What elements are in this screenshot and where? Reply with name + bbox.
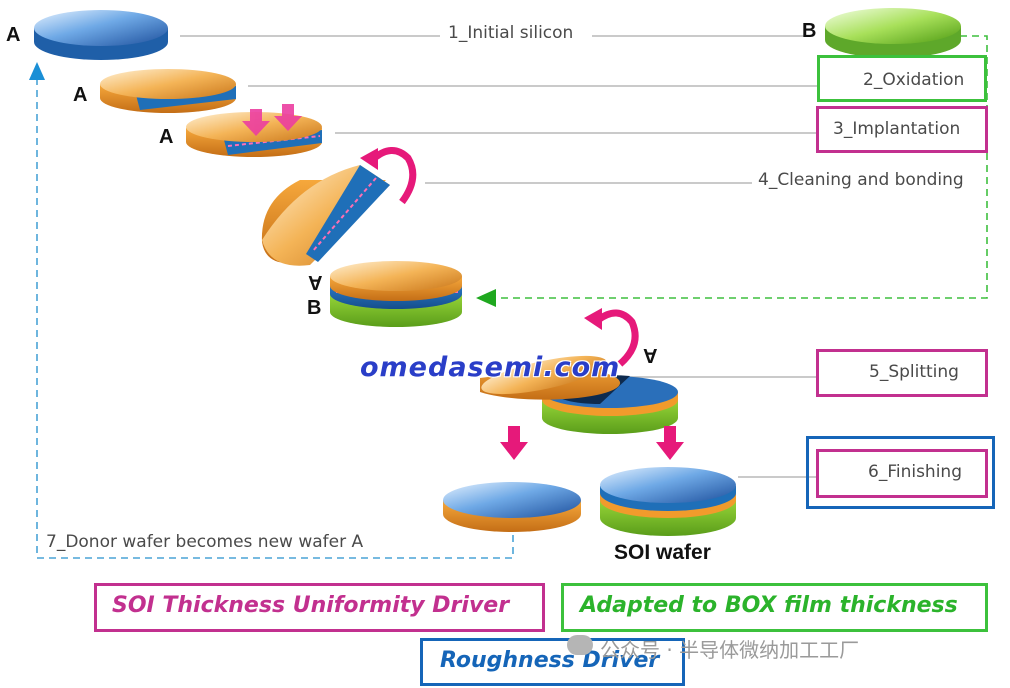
wechat-icon [567,635,593,655]
split-top-donor [480,355,621,400]
implant-arrows [242,104,302,136]
wafer-label-b-bonded: B [307,297,322,319]
step-2-label: 2_Oxidation [863,70,965,90]
splitting-highlight-box [816,349,988,397]
oxidation-highlight-box [817,55,987,102]
finishing-outer-box [806,436,995,509]
finish-arrows [500,426,684,460]
bond-arrow-head [476,289,496,307]
initial-wafer-a [34,10,168,60]
rotation-arrow-2 [584,308,639,367]
donor-return-path [36,78,514,559]
watermark-text: omedasemi.com [360,352,621,383]
step-6-label: 6_Finishing [868,462,962,482]
finishing-inner-box [816,449,988,498]
step-1-label: 1_Initial silicon [448,23,574,43]
wechat-caption: 公众号 · 半导体微纳加工工厂 [600,638,860,662]
step-3-label: 3_Implantation [833,119,961,139]
bonded-stack [330,261,462,327]
rotation-arrow-1 [360,147,417,205]
implantation-highlight-box [816,106,988,153]
thickness-driver-box [94,583,545,632]
wafer-label-a-initial: A [6,24,21,46]
wafer-label-a-implant: A [159,126,174,148]
box-driver-label: Adapted to BOX film thickness [580,593,958,618]
box-driver-box [561,583,988,632]
roughness-driver-label: Roughness Driver [440,648,660,673]
wafer-label-b-initial: B [802,20,817,42]
flipping-wafer-a [261,165,390,266]
wafer-label-a-flipped: A [308,271,323,293]
finished-donor-wafer [443,482,581,532]
wafer-b-path [500,35,988,299]
initial-wafer-b [825,8,961,58]
soi-wafer-label: SOI wafer [614,541,711,564]
finished-soi-wafer [600,467,736,536]
roughness-driver-box [420,638,685,686]
wafer-label-a-split: A [643,344,658,366]
step-7-label: 7_Donor wafer becomes new wafer A [46,532,364,552]
return-arrow-head [29,62,45,80]
wafer-label-a-oxidation: A [73,84,88,106]
step-5-label: 5_Splitting [869,362,959,382]
step-4-label: 4_Cleaning and bonding [758,170,964,190]
oxidized-wafer-a [100,69,236,113]
thickness-driver-label: SOI Thickness Uniformity Driver [112,593,510,618]
